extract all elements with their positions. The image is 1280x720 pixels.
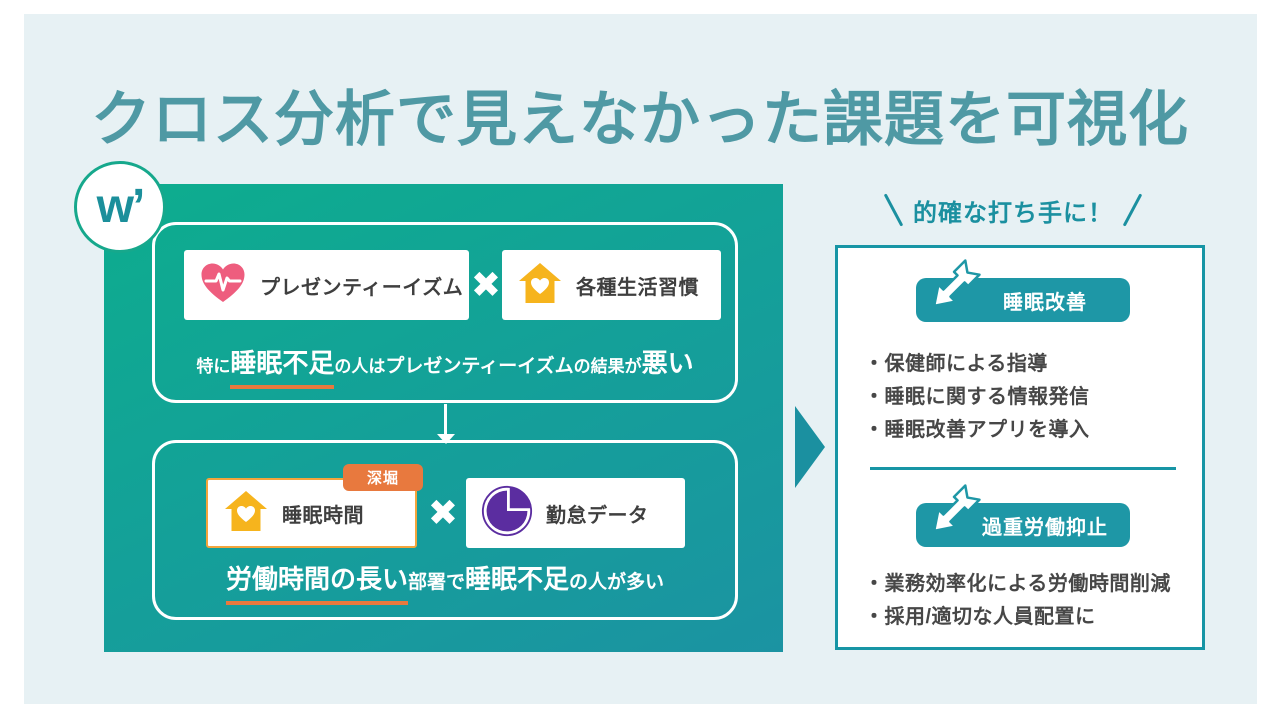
page-title: クロス分析で見えなかった課題を可視化	[91, 86, 1189, 154]
cross-multiply-icon: ✖	[470, 264, 502, 305]
action-note: 的確な打ち手に！	[860, 190, 1166, 230]
finding2-emphasis-underlined: 労働時間の長い	[225, 559, 408, 605]
presenteeism-label: プレゼンティーイズム	[260, 276, 464, 299]
attendance-data-card: 勤怠データ	[466, 478, 685, 548]
overwork-prevention-list: ・業務効率化による労働時間削減 ・採用/適切な人員配置に	[864, 568, 1171, 634]
heart-pulse-icon	[199, 261, 247, 310]
lifestyle-label: 各種生活習慣	[576, 276, 699, 299]
analysis-panel: プレゼンティーイズム ✖ 各種生活習慣 特に睡眠不足の人はプレゼンティーイズムの…	[104, 184, 783, 652]
finding1-part: プレゼンティーイズム	[385, 356, 574, 377]
slash-decoration-icon	[1122, 193, 1143, 227]
lifestyle-card: 各種生活習慣	[502, 250, 721, 320]
solution-box: 睡眠改善 ・保健師による指導 ・睡眠に関する情報発信 ・睡眠改善アプリを導入 過…	[835, 245, 1205, 650]
cross-multiply-icon: ✖	[427, 492, 459, 533]
list-item: ・睡眠改善アプリを導入	[864, 419, 1090, 441]
dart-arrow-icon	[922, 479, 986, 543]
finding1-emphasis-underlined: 睡眠不足	[230, 343, 335, 389]
brand-logo: w’	[74, 161, 166, 253]
step2-finding: 労働時間の長い部署で睡眠不足の人が多い	[155, 559, 735, 605]
list-item: ・採用/適切な人員配置に	[864, 606, 1096, 628]
action-note-text: 的確な打ち手に！	[913, 199, 1113, 227]
step1-finding: 特に睡眠不足の人はプレゼンティーイズムの結果が悪い	[155, 343, 735, 389]
finding2-part: の人が多い	[569, 572, 665, 593]
pie-chart-icon	[481, 485, 533, 542]
backslash-decoration-icon	[883, 193, 904, 227]
house-heart-icon	[223, 489, 269, 538]
attendance-data-label: 勤怠データ	[546, 504, 649, 527]
finding2-part: 部署で	[407, 572, 465, 593]
list-item: ・業務効率化による労働時間削減	[864, 573, 1171, 595]
finding1-part: 特に	[196, 357, 231, 376]
sleep-improvement-list: ・保健師による指導 ・睡眠に関する情報発信 ・睡眠改善アプリを導入	[864, 348, 1090, 447]
section-divider	[870, 467, 1176, 470]
analysis-step2-box: 睡眠時間 深堀 ✖ 勤怠データ 労働時間の長い部署で睡眠不足の人が多い	[152, 440, 738, 620]
list-item: ・保健師による指導	[864, 353, 1048, 375]
finding1-part: の人は	[334, 357, 386, 376]
down-arrow-icon	[436, 404, 455, 444]
list-item: ・睡眠に関する情報発信	[864, 386, 1090, 408]
finding2-emphasis: 睡眠不足	[465, 564, 570, 594]
presenteeism-card: プレゼンティーイズム	[184, 250, 469, 320]
finding1-part: の結果が	[573, 357, 642, 376]
house-heart-icon	[517, 261, 563, 310]
sleep-time-label: 睡眠時間	[282, 504, 364, 527]
analysis-step1-box: プレゼンティーイズム ✖ 各種生活習慣 特に睡眠不足の人はプレゼンティーイズムの…	[152, 222, 738, 403]
deep-dive-tag: 深堀	[343, 464, 423, 491]
dart-arrow-icon	[922, 254, 986, 318]
right-arrow-icon	[795, 406, 825, 488]
finding1-emphasis: 悪い	[641, 348, 694, 378]
